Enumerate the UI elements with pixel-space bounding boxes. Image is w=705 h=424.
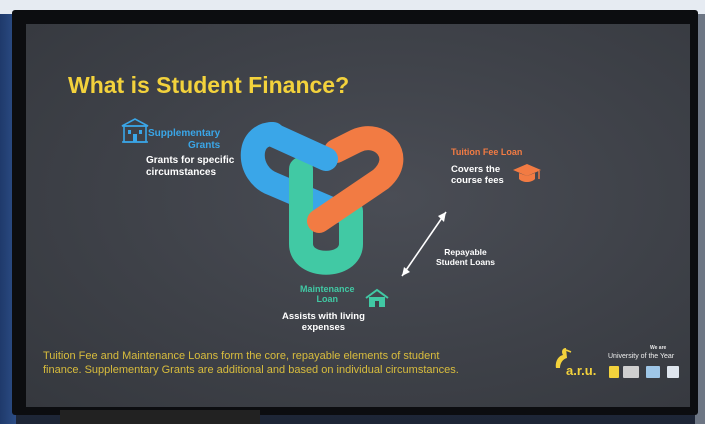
award-badge-1 (609, 366, 619, 378)
slide: What is Student Finance? Supplementary G… (26, 24, 690, 407)
supplementary-grants-title-line1: Supplementary (148, 128, 221, 139)
award-badge-2 (623, 366, 639, 378)
award-badge-3 (646, 366, 660, 378)
university-of-the-year-award: University of the Year (608, 353, 675, 360)
footer-line2: finance. Supplementary Grants are additi… (43, 363, 459, 376)
house-icon (365, 288, 389, 307)
maintenance-title-line2: Loan (316, 294, 339, 305)
supplementary-desc-line2: circumstances (146, 166, 217, 178)
maintenance-desc-line1: Assists with living (282, 311, 365, 322)
cable (60, 410, 260, 424)
tuition-fee-loan-title: Tuition Fee Loan (451, 147, 523, 157)
award-badge-4 (667, 366, 679, 378)
aru-logo-text: a.r.u. (566, 363, 597, 378)
aru-logo-icon (555, 348, 572, 368)
repayable-line2: Student Loans (436, 256, 496, 267)
interlocking-loop-graphic (240, 122, 404, 275)
tuition-fee-loan-description: Covers the course fees (451, 164, 504, 187)
maintenance-loan-title: Maintenance Loan (300, 284, 355, 305)
supplementary-grants-title-line2: Grants (188, 139, 221, 151)
school-building-icon (121, 118, 149, 143)
tuition-desc-line2: course fees (451, 174, 504, 186)
supplementary-desc-line1: Grants for specific (146, 155, 235, 166)
footer-summary: Tuition Fee and Maintenance Loans form t… (43, 350, 459, 378)
maintenance-title-line1: Maintenance (300, 284, 355, 294)
slide-title: What is Student Finance? (68, 72, 350, 98)
maintenance-loan-description: Assists with living expenses (282, 311, 365, 334)
award-prefix: We are (650, 345, 667, 351)
maintenance-desc-line2: expenses (301, 321, 346, 333)
supplementary-grants-title: Supplementary Grants (148, 128, 220, 151)
double-arrow (401, 211, 447, 277)
repayable-student-loans-label: Repayable Student Loans (436, 247, 496, 268)
graduation-cap-icon (513, 164, 541, 182)
repayable-line1: Repayable (444, 247, 487, 257)
wall-right (695, 14, 705, 424)
supplementary-grants-description: Grants for specific circumstances (146, 155, 234, 178)
footer-line1: Tuition Fee and Maintenance Loans form t… (43, 350, 440, 362)
tuition-desc-line1: Covers the (451, 164, 501, 175)
